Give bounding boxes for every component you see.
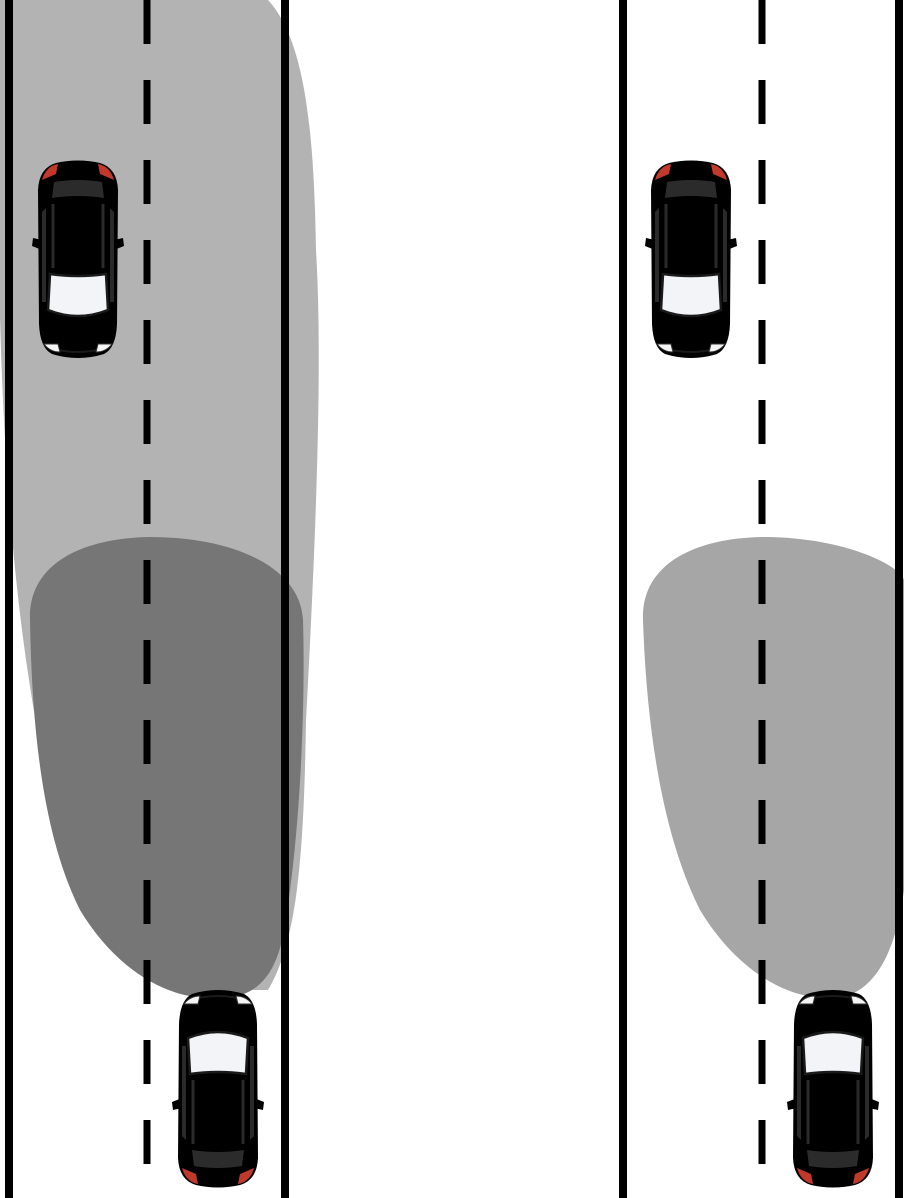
low-beam-light-area [642,537,904,999]
road-right [619,0,903,1198]
panel-low-beam [642,537,904,999]
ego-car [170,988,266,1189]
oncoming-car [643,159,739,360]
panel-high-beam [0,0,319,999]
road-left [5,0,289,1198]
oncoming-car [30,159,126,360]
low-beam-light-area [29,537,304,999]
ego-car [785,988,881,1189]
